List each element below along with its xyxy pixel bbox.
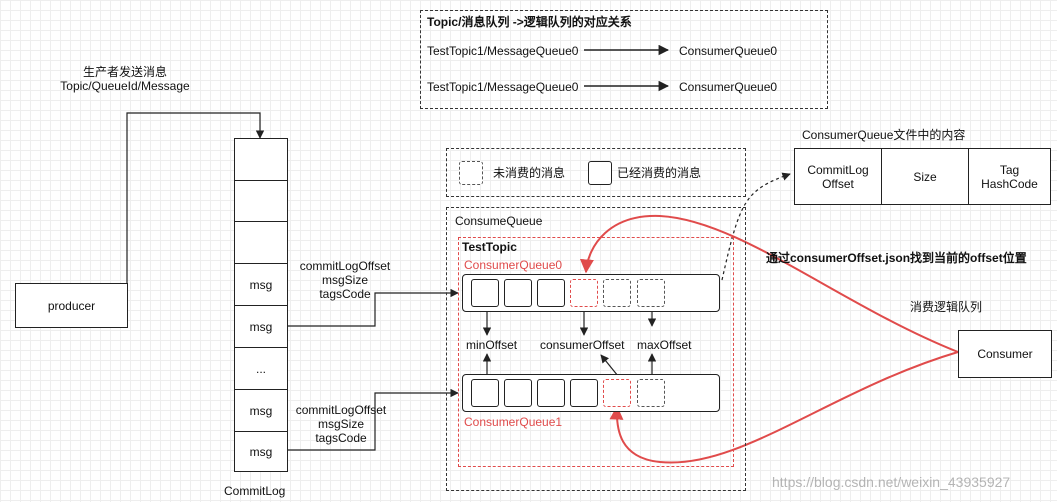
upper-annotation: commitLogOffset msgSize tagsCode — [290, 259, 400, 301]
annotation-line: tagsCode — [319, 287, 371, 301]
producer-send-line1: 生产者发送消息 — [82, 65, 167, 79]
mapping-row-1-from: TestTopic1/MessageQueue0 — [427, 44, 579, 58]
annotation-line: tagsCode — [315, 431, 367, 445]
consumed-legend-label: 已经消费的消息 — [617, 166, 702, 180]
cq-file-link-arrow — [721, 172, 791, 281]
annotation-line: msgSize — [317, 417, 364, 431]
cq-field-tag-hashcode: Tag HashCode — [981, 162, 1038, 191]
consumed-message-cell — [537, 279, 565, 307]
consumer-label: Consumer — [977, 347, 1033, 361]
queue1-label: ConsumerQueue1 — [464, 415, 563, 429]
consumer-queue-label: 消费逻辑队列 — [910, 300, 983, 314]
lower-annotation: commitLogOffset msgSize tagsCode — [286, 403, 396, 445]
cq-file-table: CommitLog Offset Size Tag HashCode — [794, 148, 1051, 205]
producer-send-line2: Topic/QueueId/Message — [60, 79, 190, 93]
consumer-offset-label: consumerOffset — [540, 338, 625, 352]
max-offset-label: maxOffset — [637, 338, 692, 352]
producer-send-label: 生产者发送消息 Topic/QueueId/Message — [40, 65, 210, 93]
test-topic-box — [458, 237, 734, 467]
cq-file-title: ConsumerQueue文件中的内容 — [802, 128, 966, 142]
consumer-to-queue1-red-arrow — [609, 351, 959, 464]
producer-label: producer — [47, 298, 96, 313]
commitlog-cell: ... — [235, 347, 287, 389]
min-offset-label: minOffset — [466, 338, 518, 352]
commitlog-label: CommitLog — [224, 484, 286, 498]
consumed-message-cell — [537, 379, 565, 407]
consumed-message-cell — [471, 379, 499, 407]
unconsumed-message-cell — [603, 279, 631, 307]
annotation-line: commitLogOffset — [299, 259, 391, 273]
msg-to-queue0-arrow — [288, 288, 459, 327]
commitlog-cell — [235, 180, 287, 221]
consumed-legend-swatch — [588, 161, 612, 185]
commitlog-cell: msg — [235, 263, 287, 305]
unconsumed-message-cell — [637, 379, 665, 407]
consumed-message-cell — [570, 379, 598, 407]
consumeroffset-arrow-bottom — [600, 354, 619, 377]
queue0-label: ConsumerQueue0 — [464, 258, 563, 272]
consume-queue-box — [446, 207, 746, 491]
mapping-title: Topic/消息队列 ->逻辑队列的对应关系 — [427, 15, 632, 29]
cq-field-size: Size — [882, 149, 969, 204]
consumed-message-cell — [471, 279, 499, 307]
mapping-row-1-to: ConsumerQueue0 — [679, 44, 778, 58]
legend-box: 未消费的消息 已经消费的消息 — [446, 148, 746, 197]
queue1-bar — [462, 374, 720, 412]
watermark: https://blog.csdn.net/weixin_43935927 — [772, 474, 1011, 490]
annotation-line: msgSize — [321, 273, 368, 287]
unconsumed-legend-label: 未消费的消息 — [493, 166, 566, 180]
mapping-row-2-to: ConsumerQueue0 — [679, 80, 778, 94]
current-offset-message-cell — [603, 379, 631, 407]
current-offset-message-cell — [570, 279, 598, 307]
producer-box: producer — [15, 283, 128, 328]
cq-field-commitlog-offset: CommitLog Offset — [795, 149, 882, 204]
commitlog-column: msg msg ... msg msg — [234, 138, 288, 472]
consumer-box: Consumer — [958, 330, 1052, 378]
annotation-line: commitLogOffset — [295, 403, 387, 417]
commitlog-cell: msg — [235, 305, 287, 347]
queue0-bar — [462, 274, 720, 312]
consumed-message-cell — [504, 279, 532, 307]
consume-queue-label: ConsumeQueue — [455, 214, 543, 228]
mapping-box: Topic/消息队列 ->逻辑队列的对应关系 TestTopic1/Messag… — [420, 10, 828, 109]
commitlog-cell — [235, 139, 287, 180]
consumer-to-queue0-red-arrow — [579, 214, 959, 353]
commitlog-cell: msg — [235, 431, 287, 472]
mapping-row-2-from: TestTopic1/MessageQueue0 — [427, 80, 579, 94]
unconsumed-legend-swatch — [459, 161, 483, 185]
producer-to-commitlog-arrow — [126, 112, 265, 305]
consumer-note: 通过consumerOffset.json找到当前的offset位置 — [766, 251, 1027, 265]
msg-to-queue1-arrow — [288, 388, 459, 451]
test-topic-label: TestTopic — [462, 240, 517, 254]
unconsumed-message-cell — [637, 279, 665, 307]
commitlog-cell: msg — [235, 389, 287, 431]
consumed-message-cell — [504, 379, 532, 407]
commitlog-cell — [235, 221, 287, 263]
